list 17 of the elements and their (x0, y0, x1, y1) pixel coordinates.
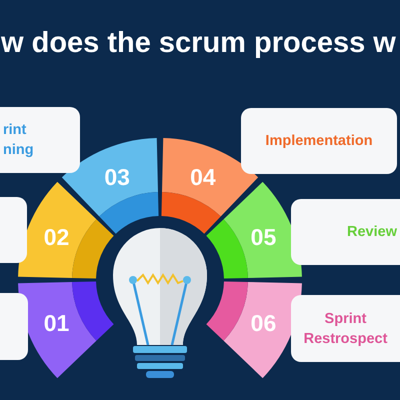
step-card (291, 295, 400, 362)
step-number: 03 (104, 164, 130, 190)
step-number: 05 (250, 224, 276, 250)
step-label: Review (347, 223, 397, 242)
step-number: 01 (44, 310, 70, 336)
step-number: 02 (44, 224, 70, 250)
step-number: 04 (190, 164, 216, 190)
step-card (0, 293, 28, 360)
title-heading: w does the scrum process w (1, 26, 396, 60)
step-label: Sprint Restrospect (302, 310, 388, 348)
step-label: Implementation (265, 132, 373, 151)
step-card (0, 107, 80, 173)
step-card (291, 199, 400, 265)
step-card (0, 197, 27, 263)
step-label: rint ning (3, 121, 35, 160)
step-card (241, 108, 397, 174)
step-number: 06 (250, 310, 276, 336)
